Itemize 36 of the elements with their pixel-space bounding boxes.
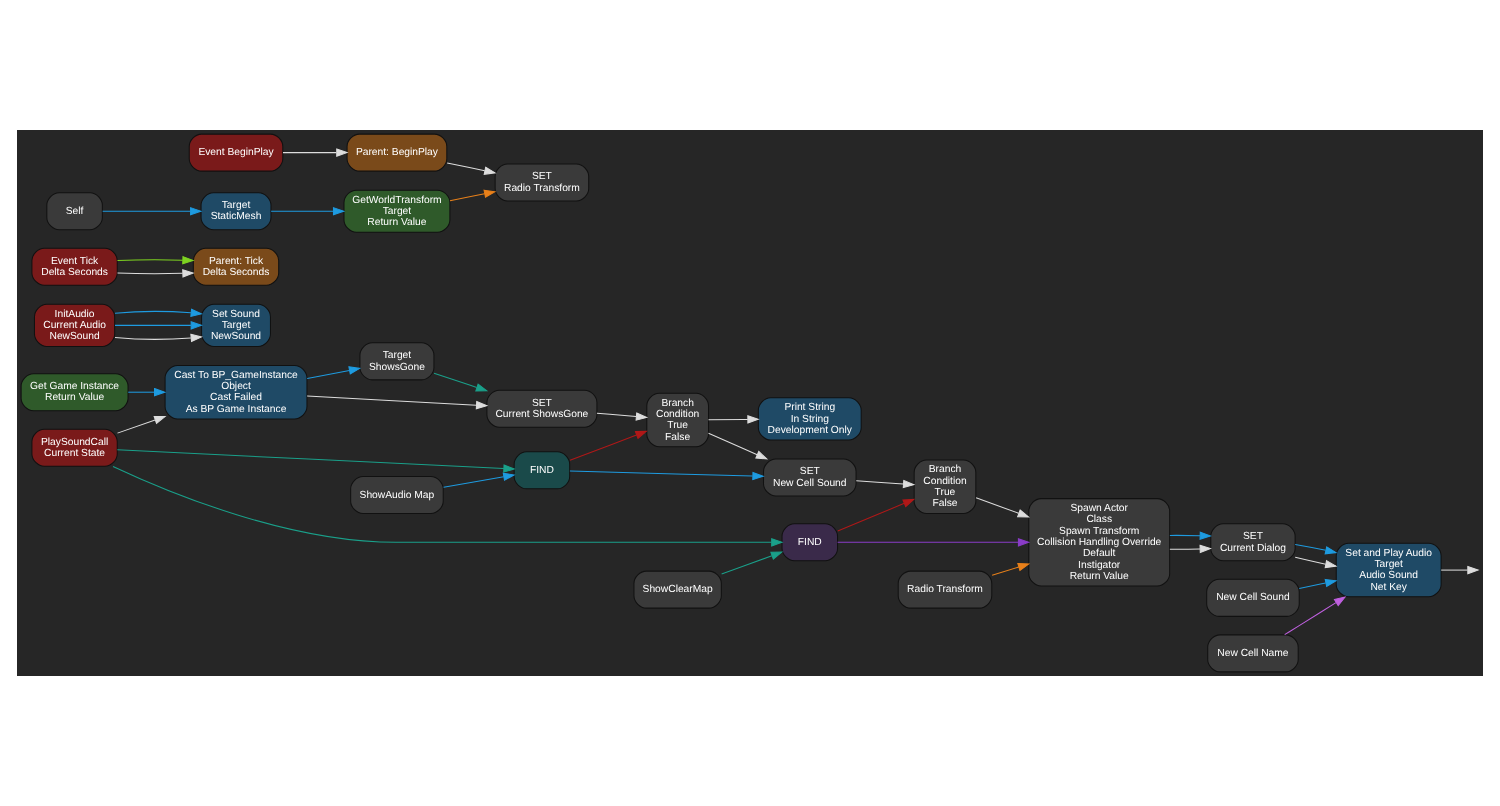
arrow	[708, 432, 769, 460]
arrow	[1440, 565, 1480, 575]
arrow	[127, 387, 167, 397]
arrow	[116, 255, 195, 265]
arrow	[433, 372, 489, 392]
arrow	[1294, 556, 1338, 569]
arrow	[282, 148, 349, 157]
arrow	[1284, 596, 1347, 636]
arrow	[596, 412, 649, 421]
arrow	[443, 472, 516, 488]
arrow	[991, 563, 1031, 576]
arrow	[708, 415, 760, 424]
arrow	[306, 366, 362, 380]
arrow	[569, 470, 765, 481]
arrow	[1169, 531, 1212, 540]
arrow	[569, 430, 648, 461]
arrow	[116, 269, 195, 278]
arrow	[975, 497, 1030, 518]
arrow	[837, 498, 916, 532]
arrow	[837, 538, 1031, 547]
arrow	[721, 551, 784, 575]
arrow	[1298, 578, 1338, 589]
arrow	[1294, 543, 1338, 555]
arrow	[270, 206, 346, 216]
arrow	[116, 416, 167, 434]
arrow	[449, 189, 497, 202]
arrow	[1169, 544, 1212, 554]
arrow	[114, 321, 203, 330]
arrow	[855, 479, 916, 489]
arrow	[114, 333, 203, 343]
arrow	[112, 465, 784, 547]
arrow	[116, 449, 516, 473]
arrow	[446, 162, 497, 175]
arrow	[114, 308, 203, 318]
arrow	[102, 206, 203, 216]
arrow	[306, 395, 489, 410]
